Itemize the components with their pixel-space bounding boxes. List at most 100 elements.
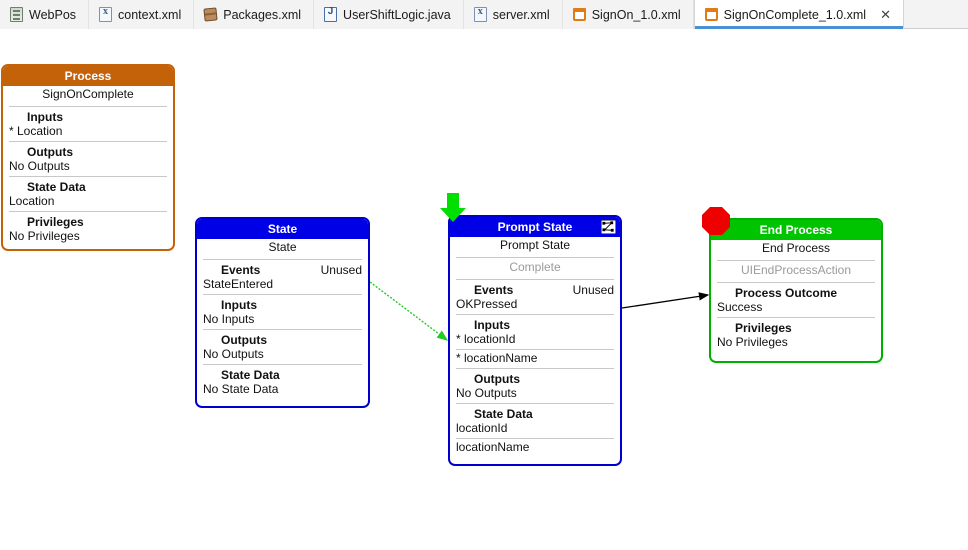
divider xyxy=(203,364,362,365)
webpos-icon xyxy=(10,7,23,22)
section-title: Process Outcome xyxy=(735,286,838,300)
node-header-label: Prompt State xyxy=(497,220,573,234)
xml-file-icon xyxy=(99,6,113,22)
section-title: State Data xyxy=(221,368,280,382)
stop-octagon-icon xyxy=(702,207,730,235)
section-title: State Data xyxy=(27,180,86,194)
node-name: SignOnComplete xyxy=(42,87,134,101)
section-value: No Inputs xyxy=(203,312,255,326)
section-value: OKPressed xyxy=(456,297,518,311)
process-file-icon xyxy=(704,8,718,21)
node-name: State xyxy=(268,240,297,254)
section-value: No Outputs xyxy=(456,386,517,400)
tab-signon-xml[interactable]: SignOn_1.0.xml xyxy=(562,0,694,29)
section-value: No Outputs xyxy=(203,347,264,361)
section-events: Events Unused xyxy=(450,281,620,297)
divider xyxy=(717,282,875,283)
divider xyxy=(456,257,614,258)
section-title: Inputs xyxy=(221,298,257,312)
tab-label: server.xml xyxy=(492,7,550,22)
edge-state-to-prompt-state[interactable] xyxy=(369,281,449,341)
section-title: Events xyxy=(474,283,514,297)
divider xyxy=(717,260,875,261)
node-prompt-state[interactable]: Prompt State Prompt State Complete Event… xyxy=(448,215,622,466)
tab-packages-xml[interactable]: Packages.xml xyxy=(194,0,315,29)
divider xyxy=(456,314,614,315)
section-inputs: Inputs xyxy=(450,316,620,332)
section-value: No Privileges xyxy=(9,229,80,243)
tab-context-xml[interactable]: context.xml xyxy=(89,0,195,29)
start-arrow-icon xyxy=(440,193,466,222)
tab-label: context.xml xyxy=(118,7,182,22)
section-events: Events Unused xyxy=(197,261,368,277)
close-icon[interactable]: ✕ xyxy=(880,7,891,22)
section-state-data: State Data xyxy=(450,405,620,421)
section-title: Outputs xyxy=(474,372,520,386)
section-value: No State Data xyxy=(203,382,279,396)
node-body: End Process UIEndProcessAction Process O… xyxy=(711,240,881,361)
divider xyxy=(456,349,614,350)
edge-prompt-state-to-end-process[interactable] xyxy=(621,292,710,309)
section-value: Success xyxy=(717,300,763,314)
tab-usershiftlogic-java[interactable]: UserShiftLogic.java xyxy=(314,0,464,29)
node-subtitle: UIEndProcessAction xyxy=(740,263,852,277)
section-title: Outputs xyxy=(27,145,73,159)
section-title: Outputs xyxy=(221,333,267,347)
section-inputs: Inputs xyxy=(197,296,368,312)
divider xyxy=(9,211,167,212)
tab-webpos[interactable]: WebPos xyxy=(0,0,90,29)
diagram-canvas[interactable]: Process SignOnComplete Inputs * Location… xyxy=(0,29,968,550)
section-value: * locationName xyxy=(456,351,538,365)
section-privileges: Privileges xyxy=(3,213,173,229)
tab-label: SignOn_1.0.xml xyxy=(591,7,681,22)
divider xyxy=(203,294,362,295)
section-title: Privileges xyxy=(27,215,84,229)
divider xyxy=(9,141,167,142)
divider xyxy=(203,259,362,260)
divider xyxy=(456,438,614,439)
node-state[interactable]: State State Events Unused StateEntered I… xyxy=(195,217,370,408)
tab-label: UserShiftLogic.java xyxy=(343,7,451,22)
xml-file-icon xyxy=(473,6,487,22)
package-icon xyxy=(203,7,218,22)
divider xyxy=(203,329,362,330)
section-badge: Unused xyxy=(320,263,362,277)
section-value: No Outputs xyxy=(9,159,70,173)
section-state-data: State Data xyxy=(197,366,368,382)
section-title: Inputs xyxy=(27,110,63,124)
section-value: * Location xyxy=(9,124,63,138)
node-name: Prompt State xyxy=(499,238,571,252)
section-state-data: State Data xyxy=(3,178,173,194)
section-value: locationName xyxy=(456,440,530,454)
editor-tab-bar: WebPos context.xml Packages.xml UserShif… xyxy=(0,0,968,29)
process-file-icon xyxy=(572,8,586,21)
tab-signoncomplete-xml[interactable]: SignOnComplete_1.0.xml ✕ xyxy=(693,0,904,29)
node-body: SignOnComplete Inputs * Location Outputs… xyxy=(3,86,173,249)
section-outputs: Outputs xyxy=(450,370,620,386)
section-inputs: Inputs xyxy=(3,108,173,124)
divider xyxy=(456,368,614,369)
node-process[interactable]: Process SignOnComplete Inputs * Location… xyxy=(1,64,175,251)
divider xyxy=(456,279,614,280)
section-badge: Unused xyxy=(572,283,614,297)
section-outputs: Outputs xyxy=(3,143,173,159)
tab-label: WebPos xyxy=(29,7,77,22)
section-title: Inputs xyxy=(474,318,510,332)
node-end-process[interactable]: End Process End Process UIEndProcessActi… xyxy=(709,218,883,363)
section-value: * locationId xyxy=(456,332,516,346)
tab-label: SignOnComplete_1.0.xml xyxy=(723,7,867,22)
section-privileges: Privileges xyxy=(711,319,881,335)
divider xyxy=(9,106,167,107)
node-body: State Events Unused StateEntered Inputs … xyxy=(197,239,368,406)
java-file-icon xyxy=(324,6,338,22)
section-value: locationId xyxy=(456,421,508,435)
diagram-icon[interactable] xyxy=(601,220,616,234)
node-subtitle: Complete xyxy=(509,260,561,274)
node-header: State xyxy=(197,219,368,239)
section-value: Location xyxy=(9,194,55,208)
section-title: State Data xyxy=(474,407,533,421)
section-outputs: Outputs xyxy=(197,331,368,347)
node-body: Prompt State Complete Events Unused OKPr… xyxy=(450,237,620,464)
tab-server-xml[interactable]: server.xml xyxy=(463,0,563,29)
section-process-outcome: Process Outcome xyxy=(711,284,881,300)
